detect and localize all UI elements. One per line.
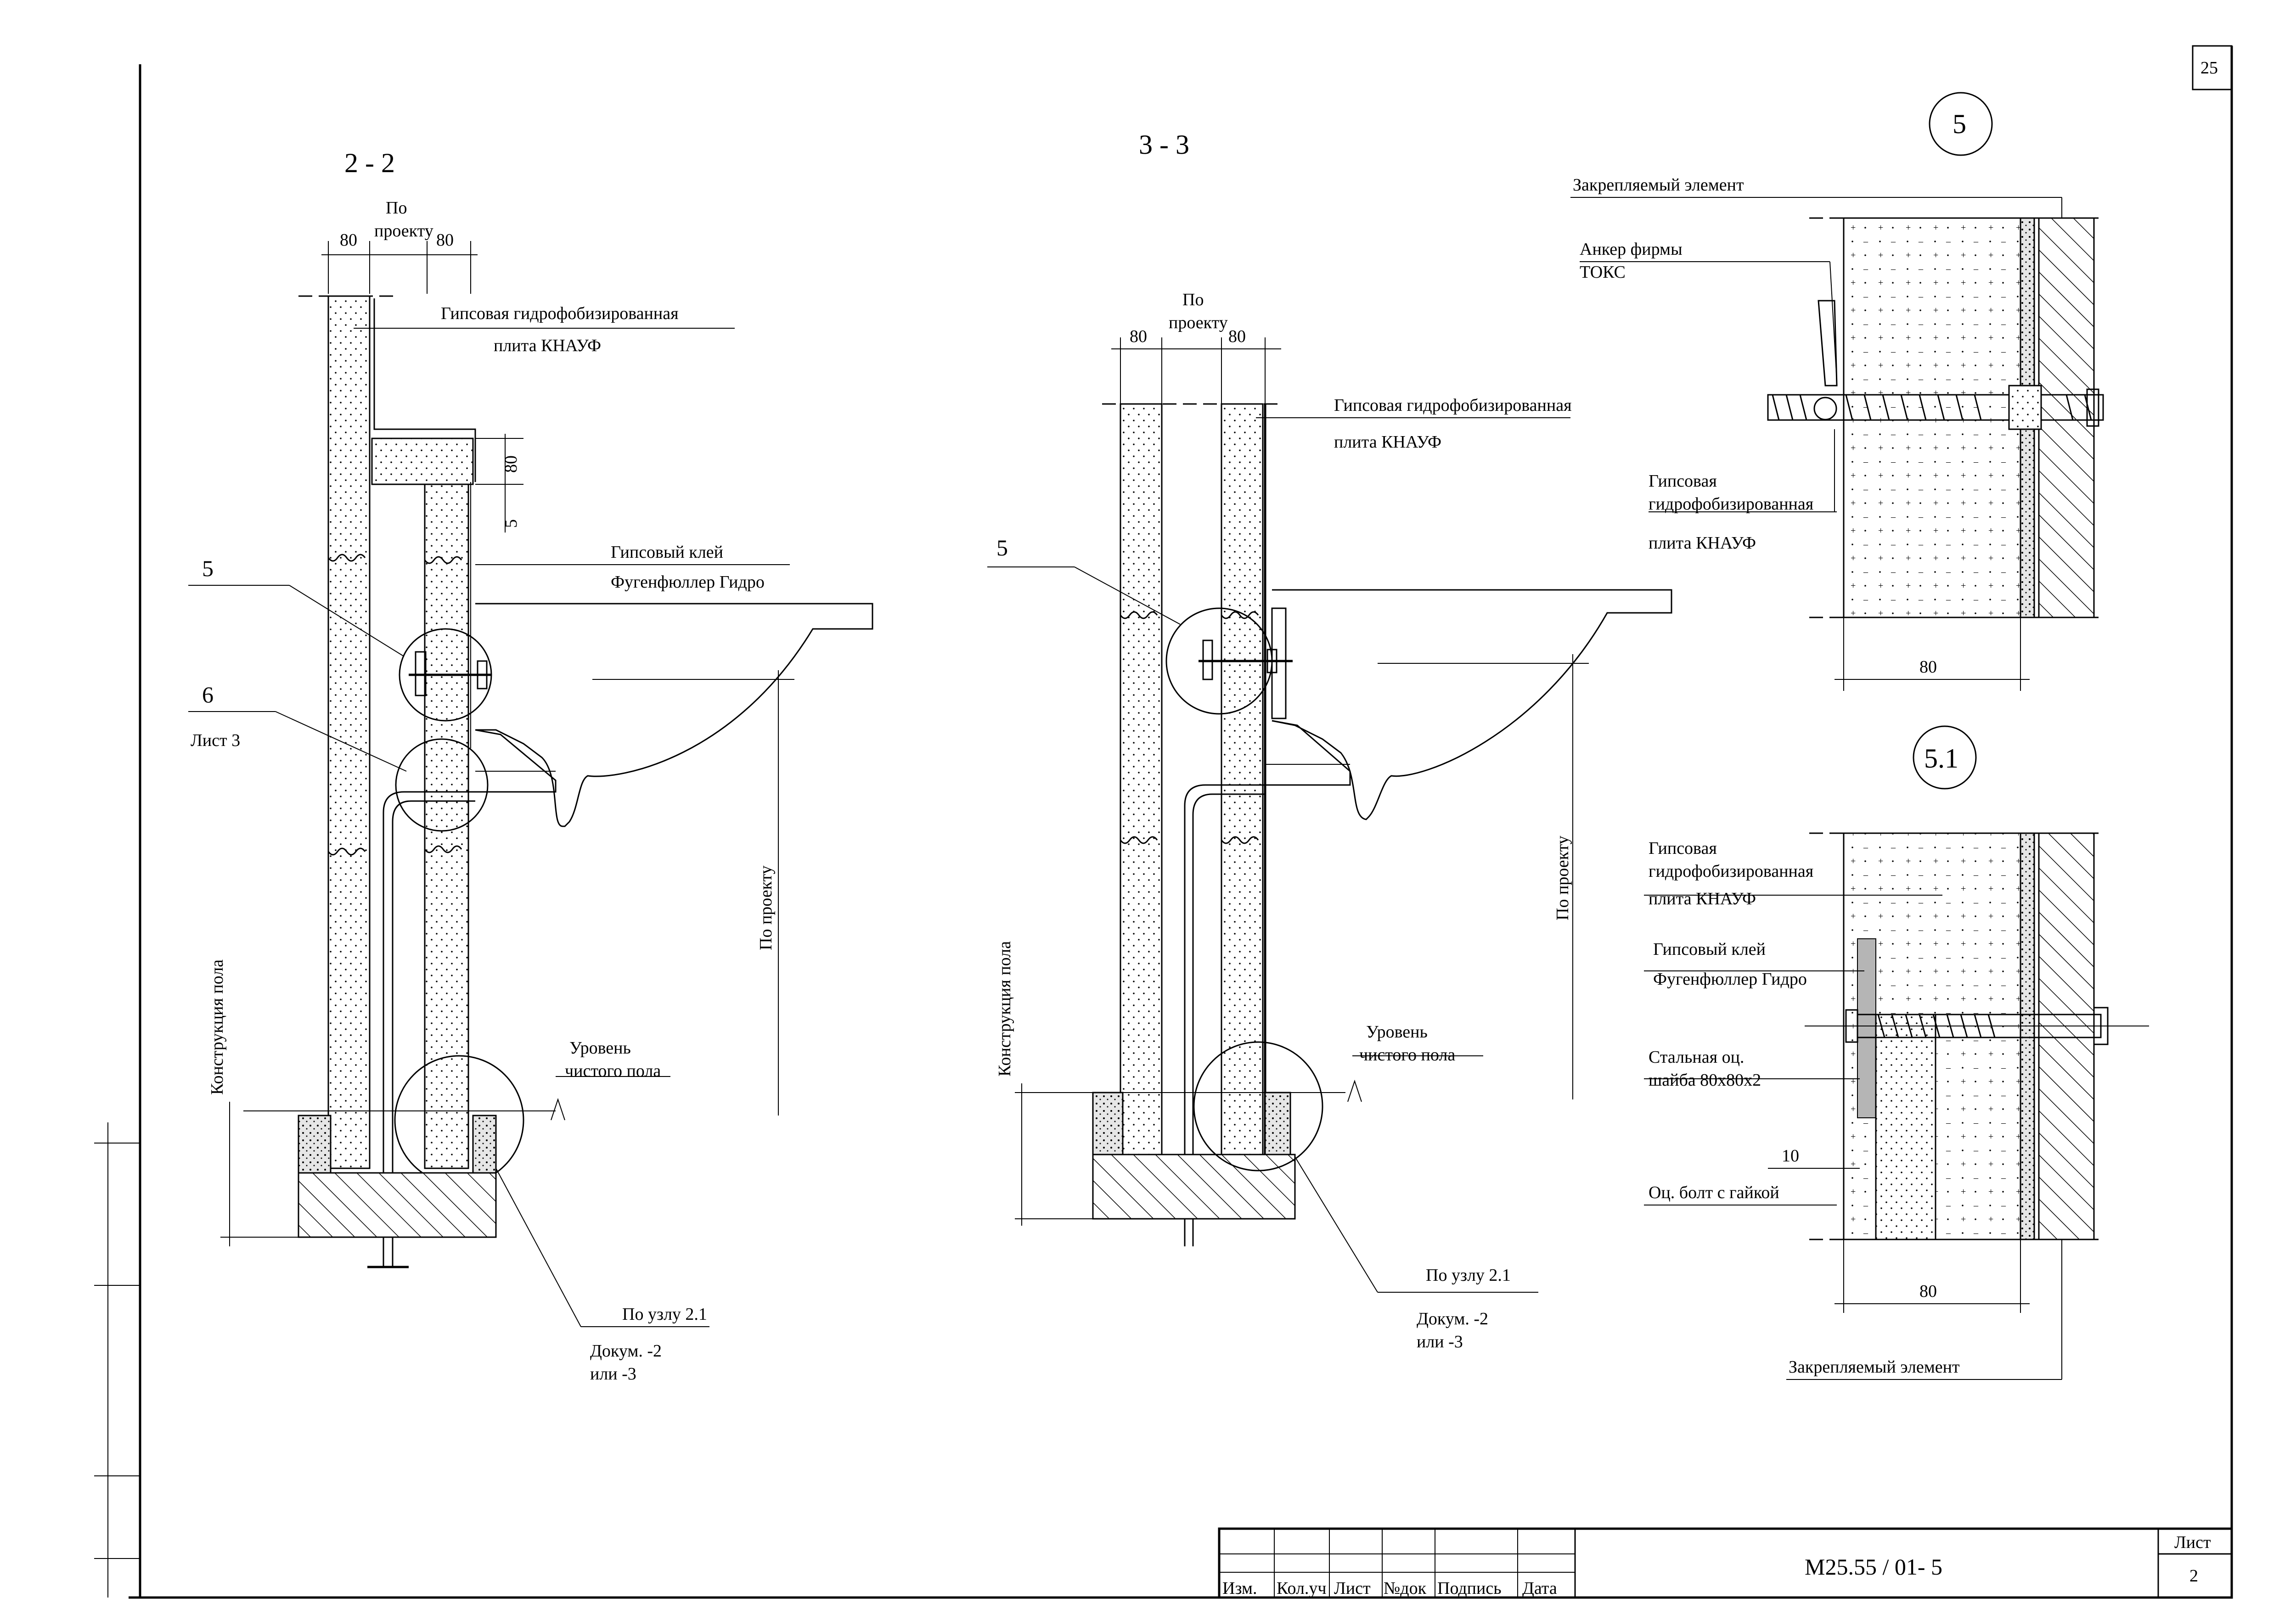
s33-label-floor-construction: Конструкция пола	[995, 941, 1014, 1076]
s33-floor-slab	[1092, 1154, 1296, 1220]
detail-5-1-number: 5.1	[1924, 743, 1958, 774]
s33-detail-circle-node	[1193, 1041, 1323, 1172]
detail-5-label-plate-1: Гипсовая	[1649, 471, 1717, 491]
s22-dim-left: 80	[340, 230, 357, 250]
s33-label-by-project: По проекту	[1553, 835, 1572, 920]
s22-callout-6-sheet: Лист 3	[191, 731, 240, 750]
s33-label-level-2: чистого пола	[1359, 1045, 1455, 1065]
tb-col-list: Лист	[1334, 1579, 1371, 1598]
s33-detail-circle-5	[1165, 607, 1273, 715]
s22-label-plate-1: Гипсовая гидрофобизированная	[441, 304, 679, 323]
s22-callout-5: 5	[202, 555, 214, 581]
section-2-2-title: 2 - 2	[344, 148, 395, 178]
s33-washbasin	[1272, 589, 1672, 820]
s22-label-node-ref: По узлу 2.1	[622, 1305, 707, 1324]
s22-label-glue-1: Гипсовый клей	[611, 543, 723, 562]
s22-detail-circle-6	[395, 738, 489, 832]
title-block: Изм. Кол.уч Лист №док Подпись Дата М25.5…	[1218, 1527, 2233, 1599]
detail-5-label-anchor-1: Анкер фирмы	[1580, 240, 1683, 259]
s33-dim-center-1: По	[1182, 290, 1204, 309]
tb-col-data: Дата	[1522, 1579, 1557, 1598]
section-3-3: 3 - 3 80 По проекту 80 Гипсовая гидрофоб…	[987, 129, 1672, 1351]
detail-5-1-label-washer-2: шайба 80х80х2	[1649, 1071, 1761, 1090]
s33-label-doc-2: или -3	[1417, 1332, 1463, 1351]
s22-label-floor-construction: Конструкция пола	[208, 959, 227, 1095]
detail-5-1-dim-80: 80	[1919, 1282, 1937, 1301]
sheet-number: 25	[2200, 58, 2218, 78]
s33-outer-board	[1120, 403, 1163, 1158]
s22-label-level-1: Уровень	[569, 1038, 631, 1058]
detail-5-dim-80: 80	[1919, 657, 1937, 677]
s22-label-doc-1: Докум. -2	[590, 1341, 662, 1361]
detail-5-label-fixed: Закрепляемый элемент	[1573, 175, 1744, 195]
detail-5-1-label-plate-3: плита КНАУФ	[1649, 889, 1756, 908]
detail-5-1-label-glue-1: Гипсовый клей	[1653, 940, 1766, 959]
s22-dim-right: 80	[436, 230, 454, 250]
s33-label-plate-1: Гипсовая гидрофобизированная	[1334, 396, 1572, 415]
s22-dim-center-2: проекту	[374, 221, 433, 241]
detail-5-1-marker	[1913, 725, 1977, 790]
s33-label-level-1: Уровень	[1366, 1022, 1428, 1042]
s33-dim-center-2: проекту	[1169, 313, 1228, 332]
detail-5-1-label-plate-1: Гипсовая	[1649, 839, 1717, 858]
tb-sheet-value: 2	[2189, 1566, 2198, 1586]
s33-inner-board	[1221, 403, 1264, 1158]
detail-5-label-plate-3: плита КНАУФ	[1649, 533, 1756, 553]
detail-5-label-anchor-2: ТОКС	[1580, 263, 1626, 282]
s22-label-plate-2: плита КНАУФ	[494, 336, 601, 355]
detail-5-1-label-washer-1: Стальная оц.	[1649, 1048, 1744, 1067]
s33-dim-left: 80	[1130, 327, 1147, 346]
tb-col-ndok: №док	[1384, 1579, 1427, 1598]
s22-label-by-project: По проекту	[756, 865, 776, 950]
s22-dim-center-1: По	[386, 198, 407, 218]
s22-dim-80-vert: 80	[501, 455, 521, 473]
s22-floor-slab	[298, 1172, 497, 1238]
s22-washbasin	[475, 603, 873, 827]
detail-5-marker	[1929, 92, 1993, 156]
detail-5-1-fixed-element	[2038, 832, 2095, 1240]
tb-col-podpis: Подпись	[1437, 1579, 1502, 1598]
detail-5-1-dim-10: 10	[1782, 1146, 1799, 1166]
detail-5-1-label-plate-2: гидрофобизированная	[1649, 862, 1813, 881]
s33-label-plate-2: плита КНАУФ	[1334, 432, 1441, 452]
detail-5-number: 5	[1953, 109, 1966, 139]
tb-sheet-label: Лист	[2174, 1533, 2211, 1552]
s22-label-level-2: чистого пола	[565, 1061, 661, 1081]
detail-5-1: 5.1 Гипсовая гидрофобизированная плита К…	[1644, 725, 2149, 1380]
s22-detail-circle-5	[399, 628, 492, 722]
s22-dim-5-vert: 5	[501, 519, 521, 528]
detail-5-1-label-bolt: Оц. болт с гайкой	[1649, 1183, 1779, 1202]
s22-label-glue-2: Фугенфюллер Гидро	[611, 572, 765, 592]
detail-5-label-plate-2: гидрофобизированная	[1649, 494, 1813, 514]
detail-5-1-label-glue-2: Фугенфюллер Гидро	[1653, 970, 1807, 989]
s33-dim-right: 80	[1228, 327, 1246, 346]
tb-document-code: М25.55 / 01- 5	[1805, 1554, 1942, 1580]
section-2-2: 2 - 2 80 По проекту 80 Гипсовая гидрофоб…	[188, 148, 873, 1384]
detail-5-1-label-fixed: Закрепляемый элемент	[1789, 1357, 1960, 1377]
section-3-3-title: 3 - 3	[1139, 129, 1189, 160]
s22-top-block	[371, 437, 474, 485]
s33-label-node-ref: По узлу 2.1	[1426, 1266, 1511, 1285]
tb-col-koluch: Кол.уч	[1277, 1579, 1327, 1598]
tb-col-izm: Изм.	[1222, 1579, 1257, 1598]
s33-callout-5: 5	[996, 535, 1008, 561]
s33-label-doc-1: Докум. -2	[1417, 1309, 1488, 1329]
detail-5-plate	[1843, 217, 2021, 618]
s22-outer-board	[327, 295, 371, 1169]
s22-callout-6: 6	[202, 682, 214, 707]
s22-label-doc-2: или -3	[590, 1364, 636, 1384]
detail-5-fixed-element	[2038, 217, 2095, 618]
detail-5: 5 Закрепляемый элемент Анкер фирмы ТОКС …	[1570, 92, 2104, 691]
